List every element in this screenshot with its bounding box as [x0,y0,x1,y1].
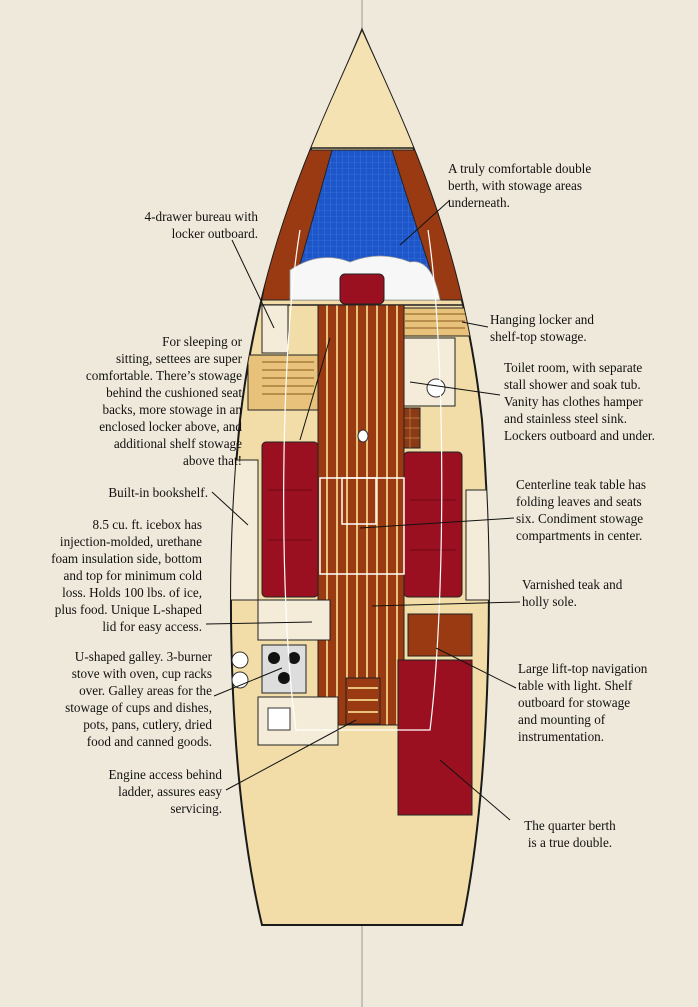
callout-icebox: 8.5 cu. ft. icebox has injection-molded,… [51,517,202,634]
callout-vberth: A truly comfortable double berth, with s… [448,161,592,210]
leader-vberth [399,199,451,246]
stove [261,644,307,694]
mast-step [357,429,369,443]
callout-engine: Engine access behind ladder, assures eas… [108,767,222,816]
callout-bookshelf: Built-in bookshelf. [108,485,208,500]
bookshelf [231,459,259,601]
leader-quarter-berth [439,759,511,821]
settee-port [261,441,319,598]
leader-settees [299,337,331,441]
leader-bureau [231,239,275,329]
settee-locker-port [247,354,319,411]
leader-hanging-locker [461,321,489,328]
leader-engine [225,719,357,791]
cabin-sole [317,304,405,726]
interior-outline [283,229,443,731]
stbd-lockers [465,489,489,601]
bureau [261,304,289,354]
icebox [257,599,331,641]
callout-quarter-berth: The quarter berth is a true double. [524,818,616,850]
galley-sink-1 [231,651,249,669]
table-center [341,477,377,525]
callout-nav-table: Large lift-top navigation table with lig… [518,661,648,744]
vanity-sink [426,378,446,398]
vberth-seat [339,273,385,305]
callout-bureau: 4-drawer bureau with locker outboard. [144,209,258,241]
leader-galley [213,667,283,697]
callout-galley: U-shaped galley. 3-burner stove with ove… [65,649,212,749]
leader-nav-table [435,647,517,689]
leader-sole [371,601,521,607]
leader-toilet-room [409,381,501,396]
hanging-locker [399,307,471,337]
bow-anchor-locker [309,30,415,149]
galley-sink-basin [267,707,291,731]
callout-sole: Varnished teak and holly sole. [522,577,623,609]
leader-bookshelf [211,491,249,526]
callout-table: Centerline teak table has folding leaves… [516,477,646,543]
leader-table [359,517,515,529]
callout-toilet-room: Toilet room, with separate stall shower … [504,360,655,443]
leader-icebox [205,621,313,625]
callout-settees: For sleeping or sitting, settees are sup… [85,334,242,468]
callout-hanging-locker: Hanging locker and shelf-top stowage. [490,312,594,344]
nav-table [407,613,473,657]
